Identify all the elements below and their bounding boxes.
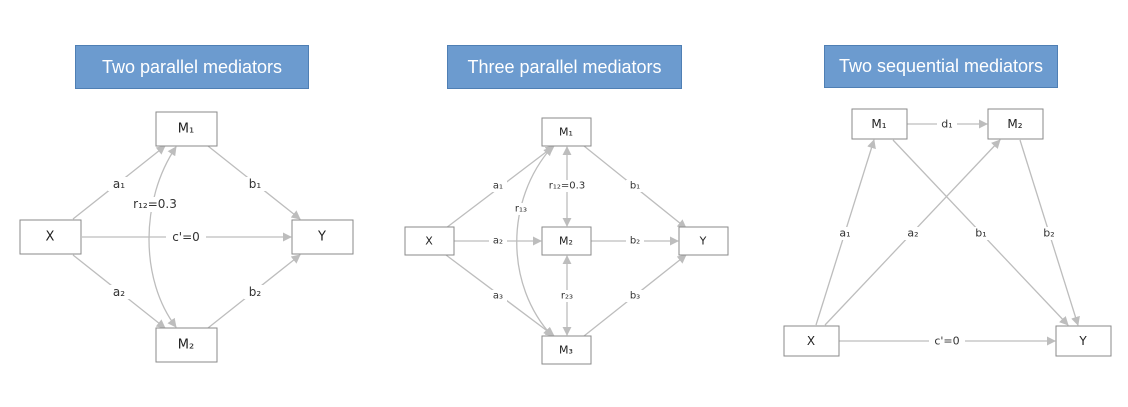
panel-title-two-sequential: Two sequential mediators (824, 45, 1058, 88)
label-b2: b₂ (249, 285, 262, 299)
label-b1: b₁ (975, 227, 986, 240)
node-x: X (19, 219, 82, 255)
svg-text:M₂: M₂ (178, 338, 194, 353)
node-y: Y (678, 226, 729, 256)
label-a2: a₂ (113, 285, 125, 299)
node-y: Y (1055, 325, 1112, 357)
svg-text:X: X (425, 235, 433, 248)
diagram-three-parallel: a₁ a₂ a₃ b₁ b₂ b₃ r₁₂=0.3 r₂₃ r₁₃ M₁ M₂ … (404, 117, 729, 365)
label-a2: a₂ (907, 227, 918, 240)
label-d1: d₁ (941, 118, 952, 131)
svg-text:Y: Y (699, 235, 707, 248)
node-x: X (783, 325, 840, 357)
label-a1: a₁ (493, 181, 503, 192)
panel-title-two-parallel: Two parallel mediators (75, 45, 309, 89)
svg-text:X: X (807, 334, 815, 348)
label-a2: a₂ (493, 236, 503, 247)
svg-text:M₂: M₂ (559, 235, 573, 248)
svg-text:M₁: M₁ (178, 122, 194, 137)
label-r13: r₁₃ (515, 204, 527, 215)
label-c-prime: c'=0 (934, 335, 959, 348)
panel-title-three-parallel: Three parallel mediators (447, 45, 682, 89)
label-c-prime: c'=0 (172, 230, 200, 244)
svg-text:Y: Y (1078, 334, 1087, 348)
svg-text:M₁: M₁ (559, 126, 573, 139)
label-b1: b₁ (630, 181, 640, 192)
svg-text:Y: Y (317, 230, 326, 245)
node-m3: M₃ (541, 335, 592, 365)
node-y: Y (291, 219, 354, 255)
edge-r13 (516, 146, 553, 337)
label-b2: b₂ (630, 236, 640, 247)
label-b1: b₁ (249, 177, 262, 191)
label-r23: r₂₃ (561, 291, 573, 302)
svg-text:M₃: M₃ (559, 344, 573, 357)
svg-text:X: X (46, 230, 55, 245)
node-m2: M₂ (541, 226, 592, 256)
label-r12: r₁₂=0.3 (133, 197, 177, 211)
node-x: X (404, 226, 455, 256)
diagram-two-parallel: a₁ a₂ b₁ b₂ c'=0 r₁₂=0.3 M₁ M₂ X Y (19, 111, 354, 363)
node-m2: M₂ (987, 108, 1044, 140)
label-a1: a₁ (839, 227, 850, 240)
edge-r12 (148, 146, 177, 328)
svg-text:M₂: M₂ (1007, 117, 1022, 131)
label-r12: r₁₂=0.3 (549, 181, 585, 192)
label-a1: a₁ (113, 177, 125, 191)
node-m1: M₁ (541, 117, 592, 147)
node-m2: M₂ (155, 327, 218, 363)
label-b3: b₃ (630, 291, 640, 302)
diagram-two-sequential: d₁ a₁ a₂ b₁ b₂ c'=0 M₁ M₂ X Y (783, 108, 1112, 357)
svg-text:M₁: M₁ (871, 117, 886, 131)
node-m1: M₁ (851, 108, 908, 140)
label-b2: b₂ (1043, 227, 1054, 240)
node-m1: M₁ (155, 111, 218, 147)
label-a3: a₃ (493, 291, 503, 302)
